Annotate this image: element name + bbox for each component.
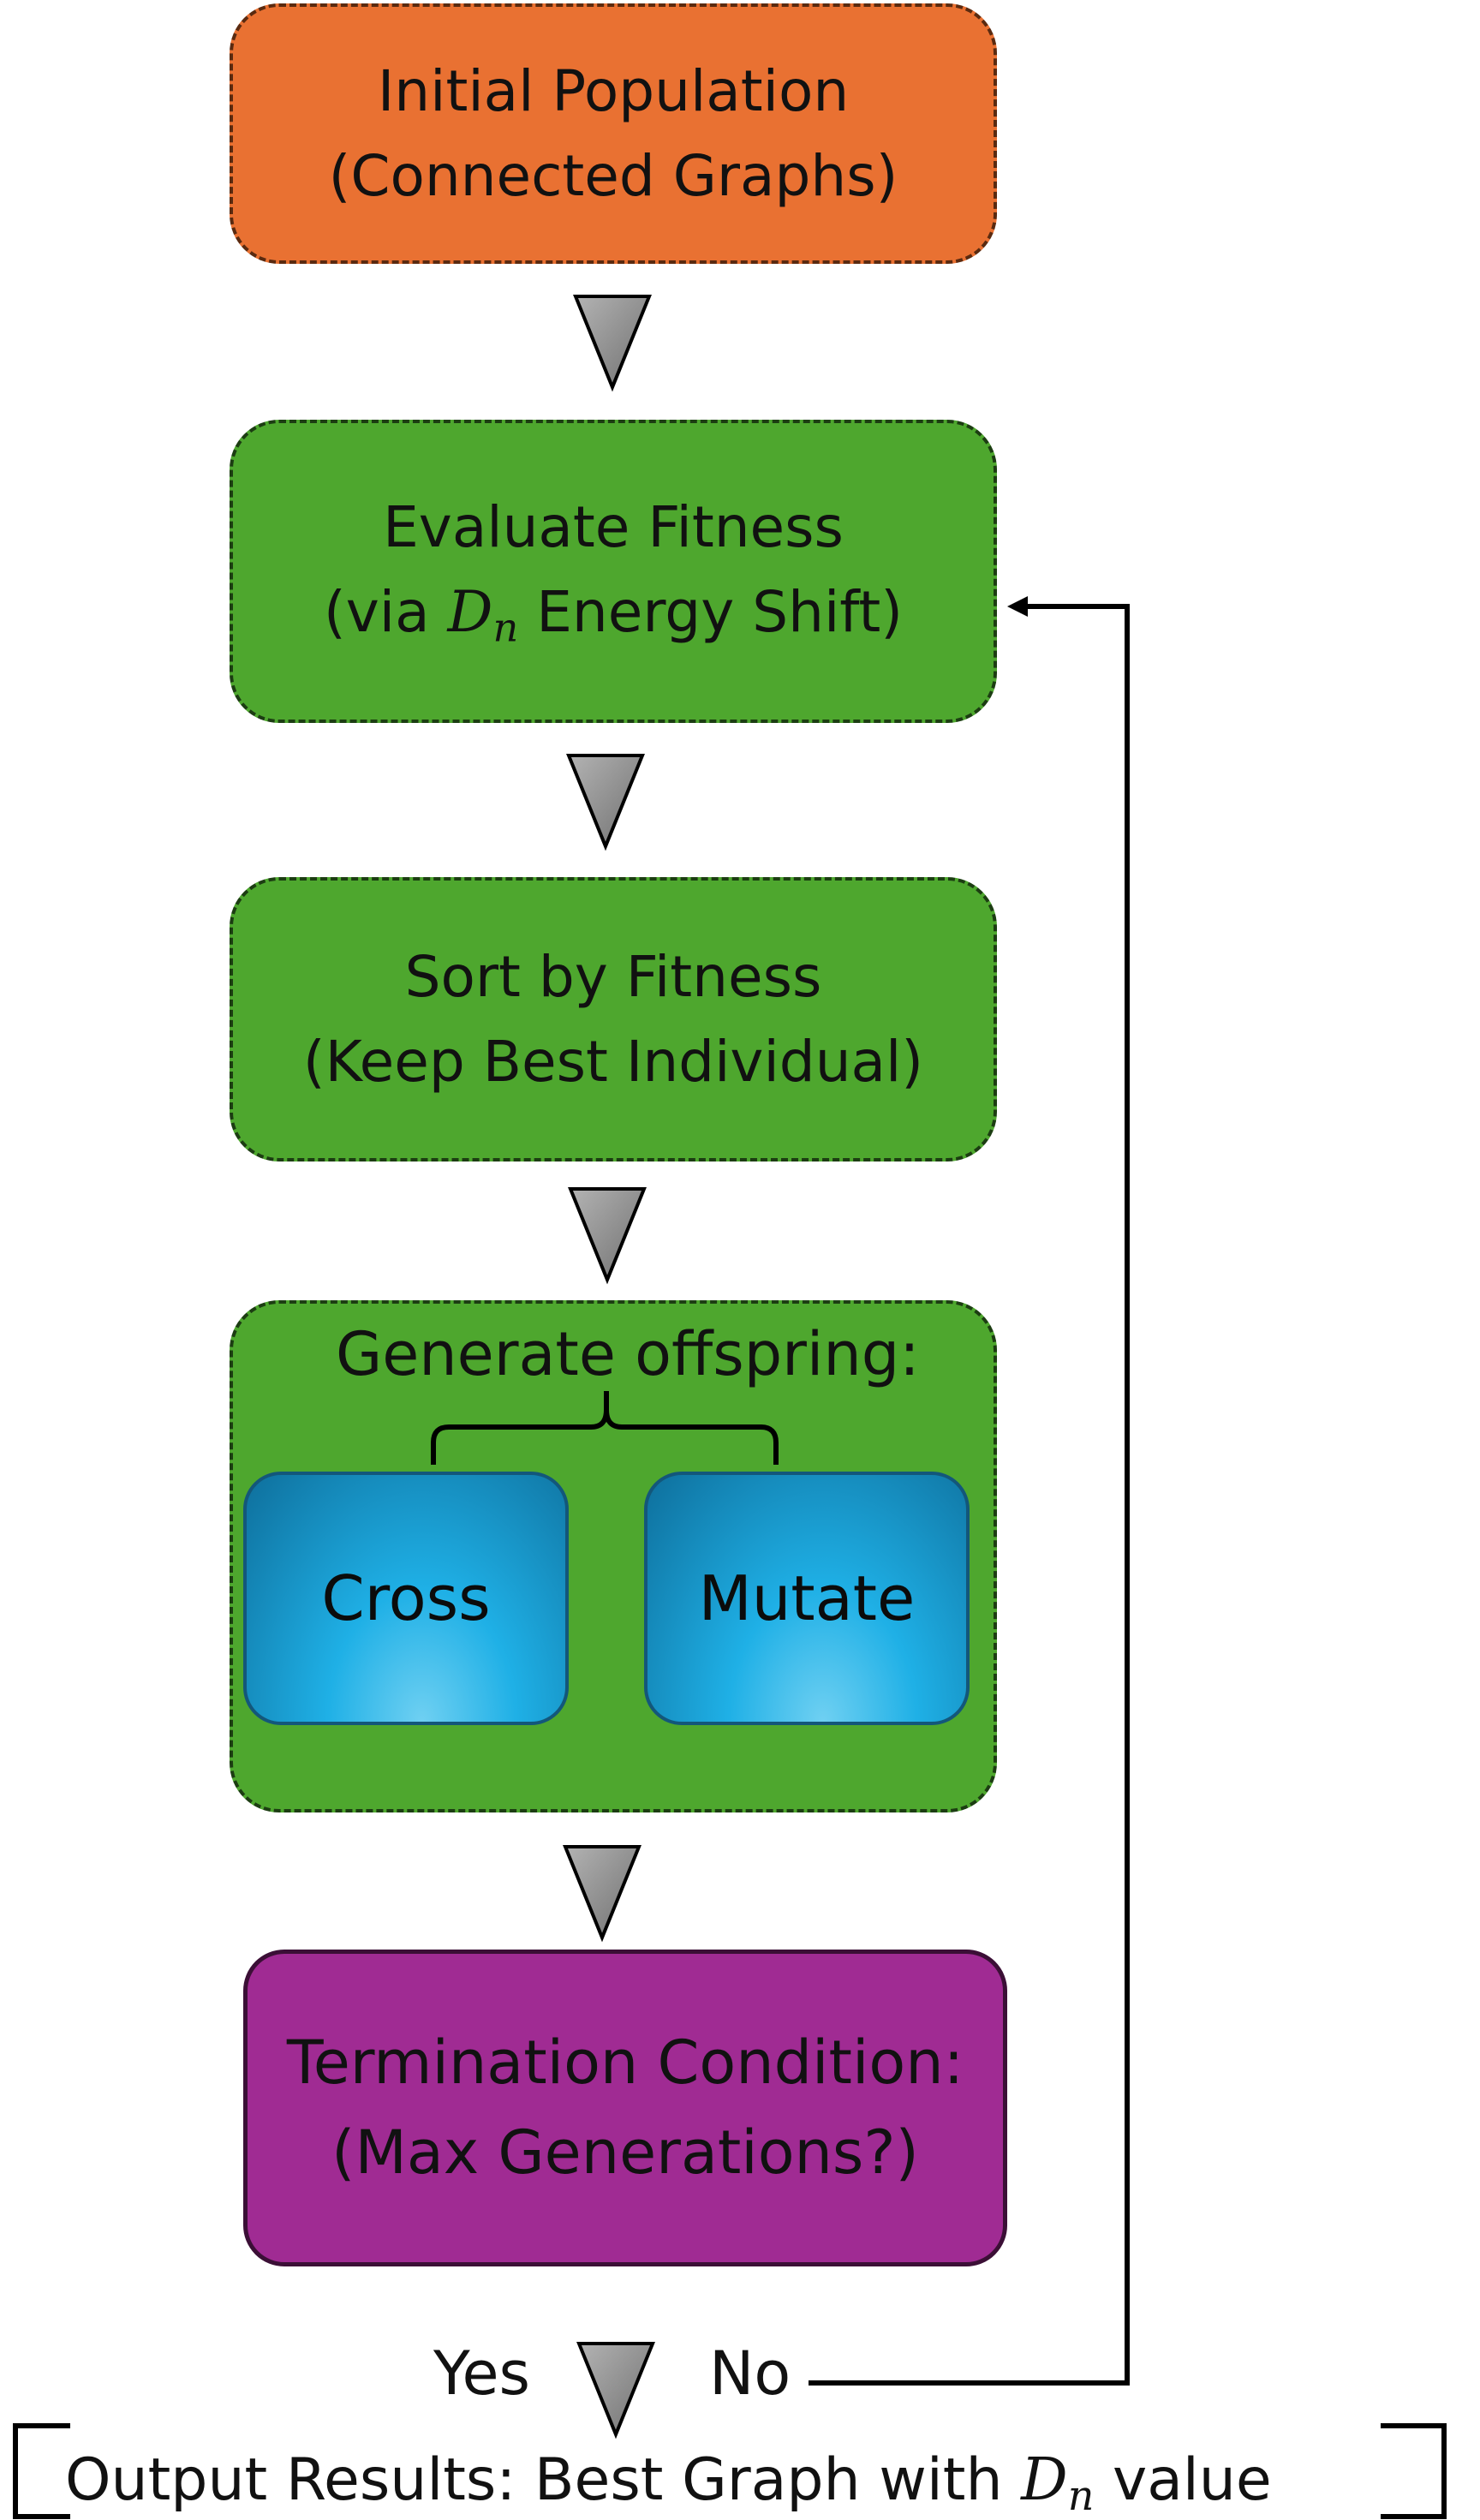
- initial-population-subtitle: (Connected Graphs): [328, 143, 898, 209]
- initial-population-box: Initial Population (Connected Graphs): [230, 3, 997, 264]
- output-dn-base: D: [1021, 2446, 1068, 2514]
- generate-offspring-title: Generate offspring:: [336, 1319, 920, 1389]
- output-dn-symbol: Dn: [1021, 2446, 1094, 2520]
- initial-population-title: Initial Population: [377, 58, 850, 124]
- output-dn-sub: n: [1067, 2472, 1095, 2520]
- mutate-operator-box: Mutate: [644, 1472, 970, 1725]
- no-branch-label: No: [709, 2338, 791, 2409]
- dn-symbol: Dn: [447, 579, 519, 651]
- feedback-arrowhead: [1007, 596, 1028, 617]
- output-suffix: value: [1094, 2446, 1272, 2514]
- down-arrow-2: [566, 754, 645, 851]
- termination-condition-box: Termination Condition: (Max Generations?…: [243, 1950, 1007, 2266]
- termination-condition-title: Termination Condition:: [286, 2027, 964, 2098]
- sort-by-fitness-box: Sort by Fitness (Keep Best Individual): [230, 877, 997, 1161]
- mutate-operator-label: Mutate: [698, 1562, 916, 1634]
- termination-condition-subtitle: (Max Generations?): [331, 2117, 919, 2188]
- output-prefix: Output Results: Best Graph with: [65, 2446, 1022, 2514]
- evaluate-fitness-box: Evaluate Fitness (via Dn Energy Shift): [230, 420, 997, 723]
- no-feedback-connector: [809, 604, 1130, 2386]
- sort-by-fitness-subtitle: (Keep Best Individual): [302, 1029, 924, 1095]
- dn-symbol-sub: n: [492, 604, 519, 651]
- down-arrow-5: [576, 2342, 655, 2439]
- down-arrow-1: [573, 295, 652, 392]
- evaluate-fitness-subtitle: (via Dn Energy Shift): [324, 570, 903, 658]
- yes-branch-label: Yes: [433, 2338, 530, 2409]
- evaluate-suffix: Energy Shift): [518, 579, 904, 646]
- down-arrow-3: [568, 1187, 647, 1285]
- output-right-bracket: [1381, 2423, 1447, 2519]
- down-arrow-4: [563, 1845, 642, 1943]
- dn-symbol-base: D: [447, 579, 493, 646]
- output-results-text: Output Results: Best Graph with Dn value: [65, 2446, 1272, 2520]
- cross-operator-label: Cross: [321, 1562, 491, 1634]
- evaluate-fitness-title: Evaluate Fitness: [383, 494, 844, 561]
- output-left-bracket: [13, 2423, 70, 2519]
- cross-operator-box: Cross: [243, 1472, 569, 1725]
- sort-by-fitness-title: Sort by Fitness: [404, 944, 822, 1010]
- offspring-brace: [431, 1391, 779, 1465]
- evaluate-prefix: (via: [323, 579, 448, 646]
